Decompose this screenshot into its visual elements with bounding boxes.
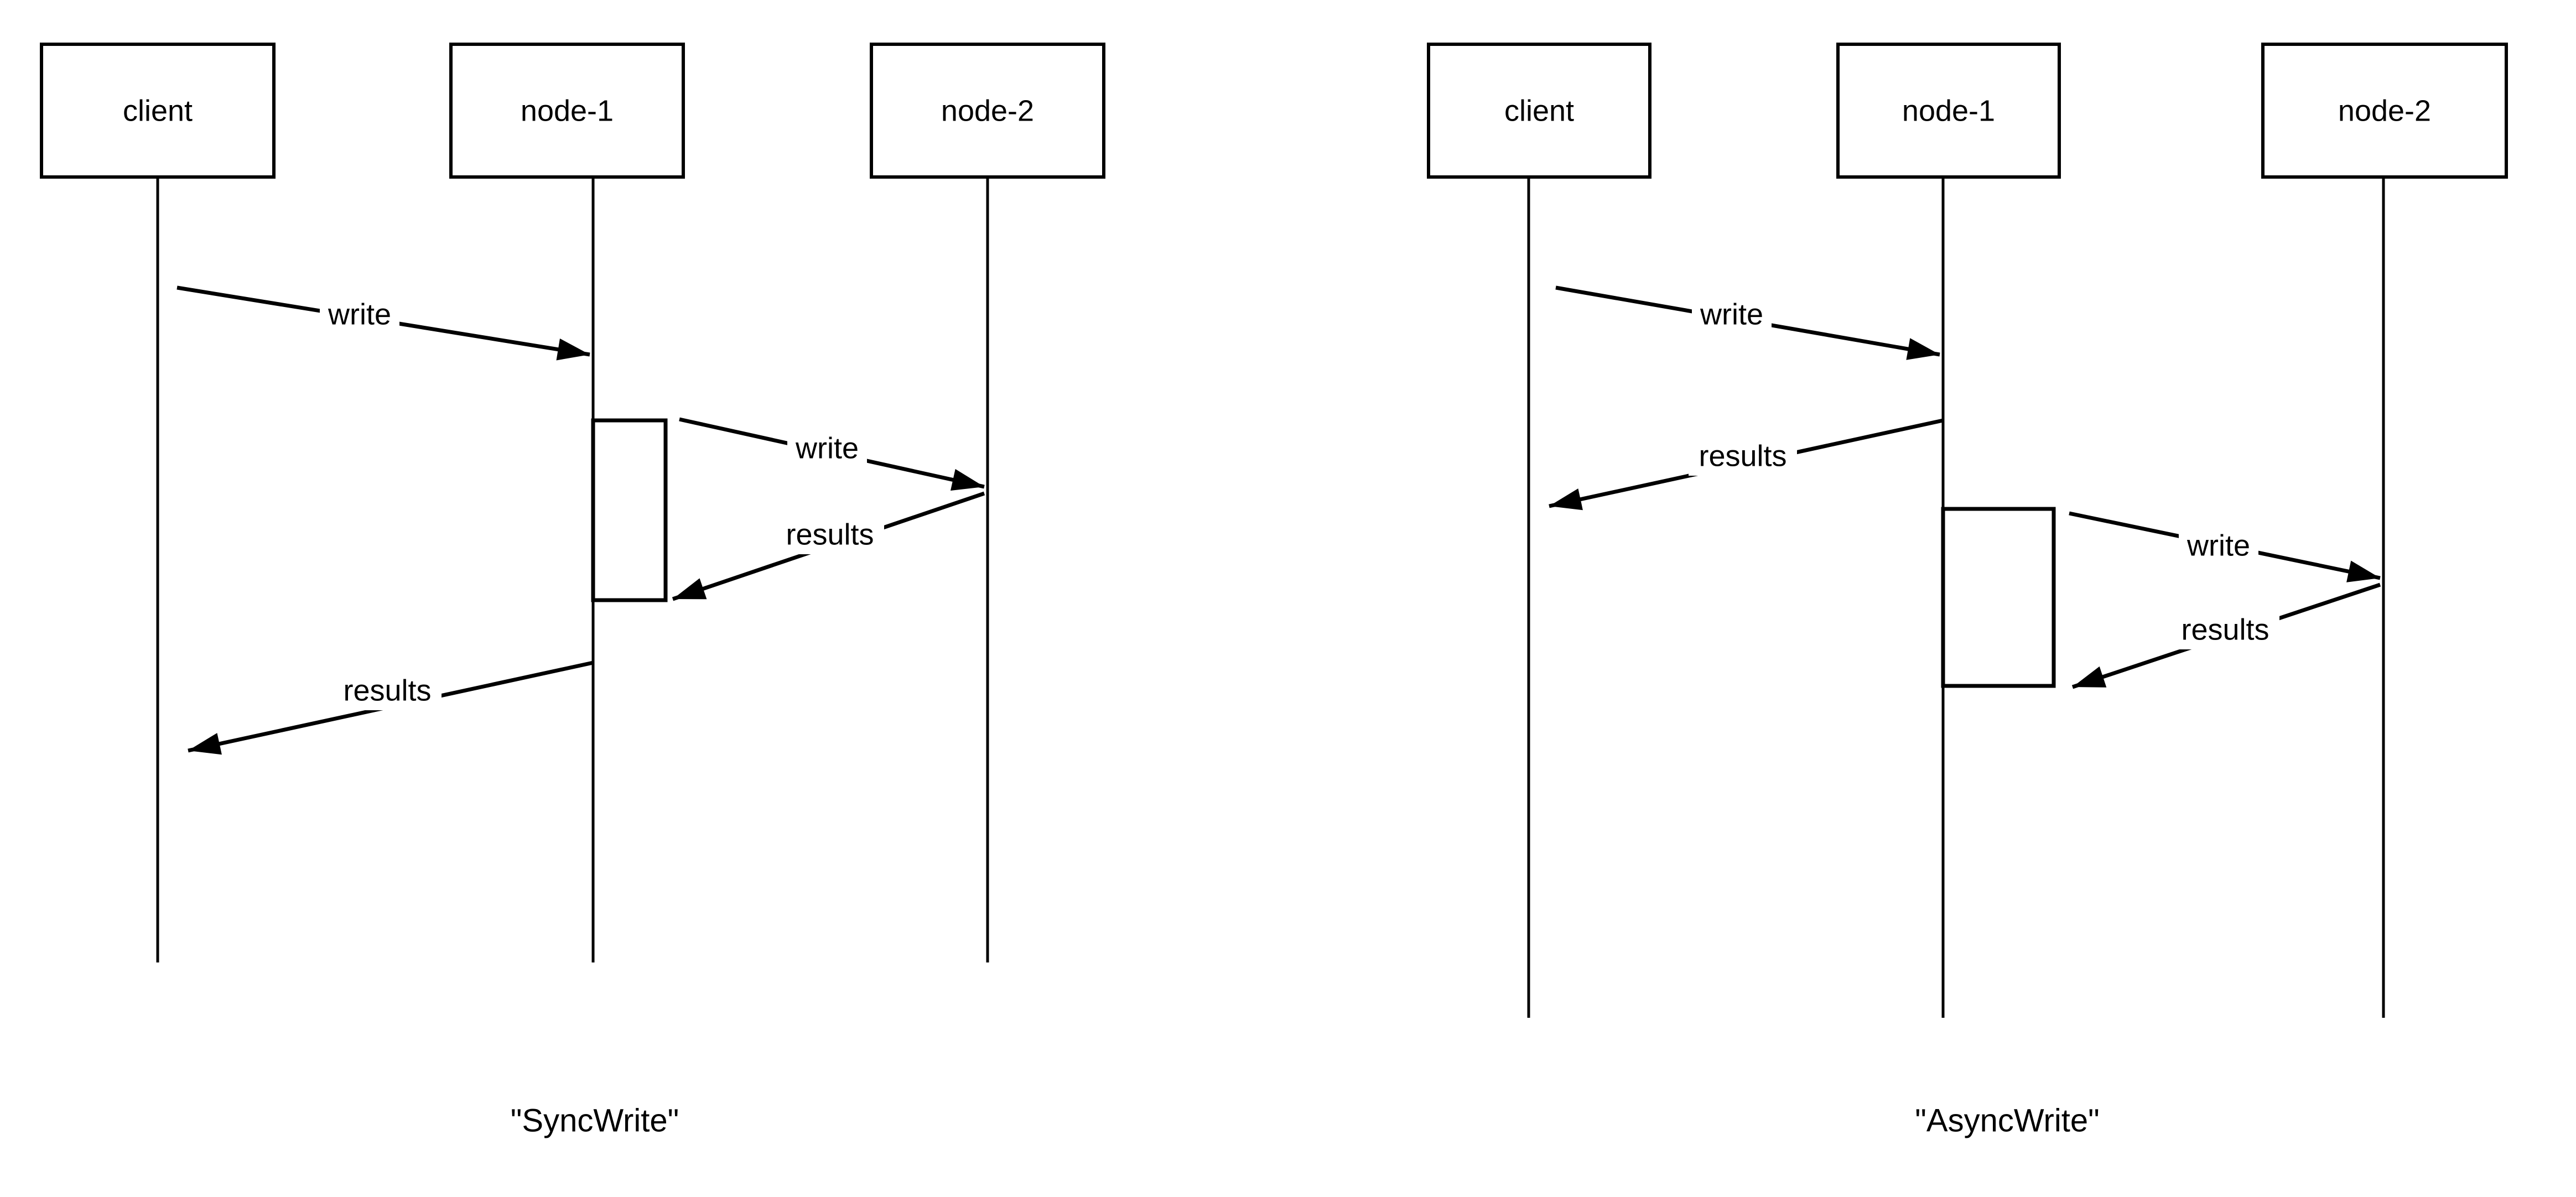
participant-label-node-1: node-1 — [521, 94, 614, 127]
message-label-results-3: results — [343, 674, 431, 707]
arrow-head-icon — [951, 469, 984, 491]
arrow-head-icon — [673, 578, 707, 600]
participant-box-client[interactable] — [40, 43, 276, 179]
participant-label-node-2: node-2 — [2338, 94, 2431, 127]
arrow-head-icon — [1549, 488, 1583, 511]
message-label-results-3: results — [2181, 613, 2269, 646]
message-label-backdrop — [2179, 528, 2258, 565]
diagram-async-write: client node-1 node-2 write results write resul… — [1427, 43, 2508, 1138]
message-label-backdrop — [2171, 612, 2279, 649]
message-label-results-1: results — [1699, 439, 1786, 472]
activation-bar-node-1 — [1941, 507, 2056, 688]
message-label-write-0: write — [328, 298, 391, 331]
message-label-write-2: write — [2187, 529, 2250, 562]
diagram-sync-write: client node-1 node-2 write write results resul… — [40, 43, 1105, 1138]
participant-box-node-1[interactable] — [449, 43, 685, 179]
arrow-head-icon — [188, 733, 222, 755]
arrow-head-icon — [1906, 338, 1940, 360]
participant-label-node-2: node-2 — [941, 94, 1034, 127]
arrow-head-icon — [556, 339, 590, 361]
message-label-backdrop — [776, 517, 884, 554]
message-label-backdrop — [787, 430, 867, 468]
participant-box-node-2[interactable] — [2261, 43, 2508, 179]
message-label-write-1: write — [795, 431, 859, 465]
participant-label-client: client — [123, 94, 193, 127]
message-label-backdrop — [320, 296, 399, 334]
message-label-backdrop — [1692, 296, 1772, 334]
arrow-head-icon — [2073, 666, 2107, 688]
activation-bar-node-1 — [591, 418, 668, 602]
participant-label-client: client — [1504, 94, 1574, 127]
message-label-backdrop — [1689, 438, 1797, 476]
message-label-write-0: write — [1700, 298, 1763, 331]
arrow-head-icon — [2346, 560, 2380, 582]
participant-box-node-1[interactable] — [1836, 43, 2061, 179]
message-label-results-2: results — [786, 518, 874, 551]
participant-box-node-2[interactable] — [870, 43, 1105, 179]
diagram-caption-async-write: "AsyncWrite" — [1915, 1102, 2099, 1138]
diagram-caption-sync-write: "SyncWrite" — [511, 1102, 679, 1138]
participant-box-client[interactable] — [1427, 43, 1651, 179]
participant-label-node-1: node-1 — [1902, 94, 1995, 127]
message-label-backdrop — [333, 673, 442, 710]
